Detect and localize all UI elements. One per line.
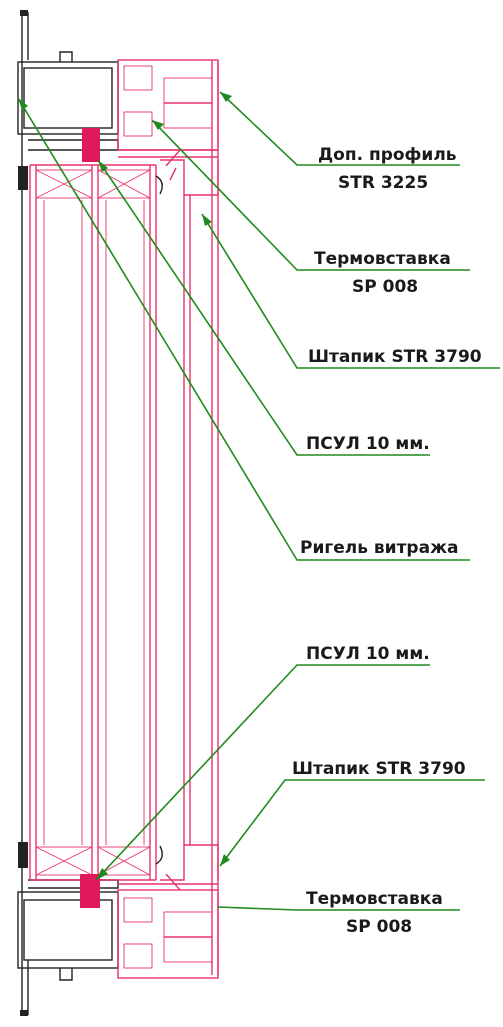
label-termovstavka-bottom: Термовставка bbox=[306, 889, 443, 909]
label-termovstavka-top-code: SP 008 bbox=[352, 277, 418, 297]
psul-seal-bottom bbox=[80, 874, 100, 908]
label-shtapik-bottom: Штапик STR 3790 bbox=[292, 759, 466, 779]
label-psul-bottom: ПСУЛ 10 мм. bbox=[306, 644, 430, 664]
label-termovstavka-bottom-code: SP 008 bbox=[346, 917, 412, 937]
label-rigel: Ригель витража bbox=[300, 538, 458, 558]
label-dop-profile-code: STR 3225 bbox=[338, 173, 428, 193]
label-shtapik-top: Штапик STR 3790 bbox=[308, 347, 482, 367]
label-dop-profile: Доп. профиль bbox=[318, 145, 457, 165]
label-psul-top: ПСУЛ 10 мм. bbox=[306, 434, 430, 454]
psul-seal-top bbox=[82, 128, 100, 162]
label-termovstavka-top: Термовставка bbox=[314, 249, 451, 269]
aluminium-post bbox=[17, 10, 119, 1016]
leader-lines bbox=[17, 91, 500, 911]
